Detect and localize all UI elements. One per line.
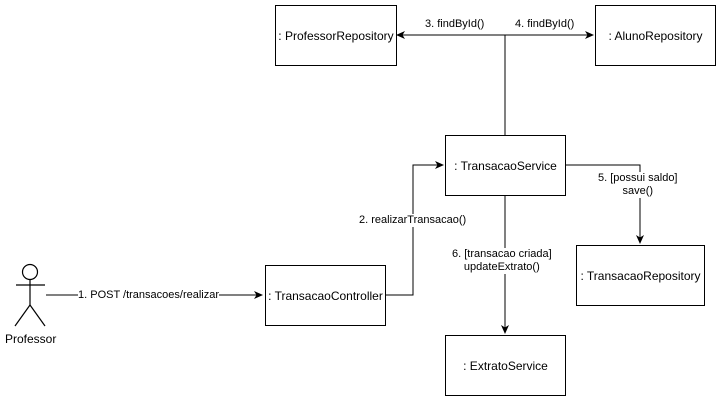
node-transacao-controller: : TransacaoController	[265, 265, 386, 326]
message-label-m4: 4. findById()	[515, 18, 575, 31]
actor-name: Professor	[5, 332, 57, 346]
node-transacao-service: : TransacaoService	[445, 135, 566, 196]
message-label-m1: 1. POST /transacoes/realizar	[78, 289, 220, 302]
node-extrato-service: : ExtratoService	[445, 335, 566, 396]
connector-m2	[385, 161, 444, 296]
message-label-m2: 2. realizarTransacao()	[359, 214, 467, 227]
message-label-m5-line2: save()	[622, 185, 654, 197]
node-professor-repository: : ProfessorRepository	[275, 5, 397, 66]
message-label-m3: 3. findById()	[425, 18, 485, 31]
message-label-m6-line2: updateExtrato()	[463, 261, 540, 273]
actor-figure	[14, 263, 46, 327]
node-aluno-repository: : AlunoRepository	[595, 5, 716, 66]
message-label-m5-line1: 5. [possui saldo]	[598, 172, 678, 184]
connector-m5	[565, 164, 644, 244]
message-label-m6-line1: 6. [transacao criada]	[452, 248, 552, 260]
message-label-m5: 5. [possui saldo] save()	[598, 172, 678, 198]
message-label-m6: 6. [transacao criada] updateExtrato()	[452, 248, 552, 274]
node-transacao-repository: : TransacaoRepository	[576, 245, 705, 306]
